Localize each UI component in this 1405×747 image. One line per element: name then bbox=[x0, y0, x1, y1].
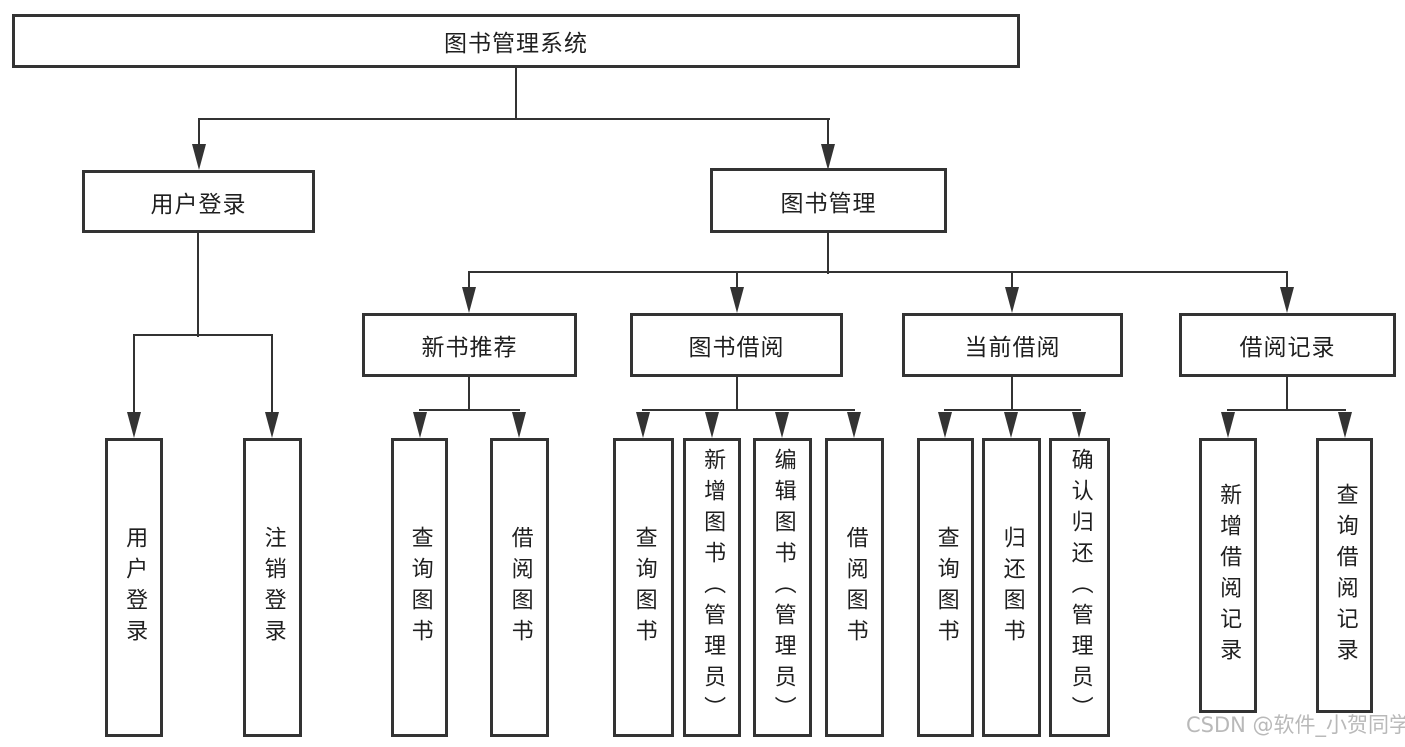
connector-drop-borrow-records bbox=[1286, 271, 1288, 291]
leaf-borrow-edit-book-label: 编辑图书（管理员） bbox=[770, 448, 796, 727]
connector-user-login-stem bbox=[197, 233, 199, 337]
connector-drop-new-book bbox=[468, 271, 470, 291]
node-user-login: 用户登录 bbox=[82, 170, 315, 233]
leaf-records-add-record-label: 新增借阅记录 bbox=[1216, 482, 1242, 669]
arrow-down-icon bbox=[705, 412, 719, 438]
arrow-down-icon bbox=[512, 412, 526, 438]
connector-current-borrow-rail bbox=[944, 409, 1081, 411]
connector-borrow-records-stem bbox=[1286, 377, 1288, 411]
arrow-down-icon bbox=[1005, 287, 1019, 313]
leaf-logout-label: 注销登录 bbox=[260, 525, 286, 650]
leaf-current-confirm-return: 确认归还（管理员） bbox=[1049, 438, 1110, 737]
connector-root-stem bbox=[515, 68, 517, 120]
arrow-down-icon bbox=[821, 144, 835, 170]
connector-book-management-stem bbox=[827, 233, 829, 274]
connector-current-borrow-stem bbox=[1011, 377, 1013, 411]
arrow-down-icon bbox=[775, 412, 789, 438]
leaf-user-login: 用户登录 bbox=[105, 438, 163, 737]
connector-new-book-rail bbox=[419, 409, 520, 411]
node-current-borrow-label: 当前借阅 bbox=[964, 335, 1061, 361]
leaf-current-query-book-label: 查询图书 bbox=[933, 525, 959, 650]
node-borrow-records: 借阅记录 bbox=[1179, 313, 1396, 377]
arrow-down-icon bbox=[938, 412, 952, 438]
leaf-borrow-add-book: 新增图书（管理员） bbox=[683, 438, 741, 737]
csdn-watermark: CSDN @软件_小贺同学 bbox=[1186, 713, 1405, 737]
connector-borrow-records-rail bbox=[1227, 409, 1346, 411]
arrow-down-icon bbox=[127, 412, 141, 438]
leaf-records-query-record: 查询借阅记录 bbox=[1316, 438, 1373, 713]
connector-book-borrow-stem bbox=[736, 377, 738, 411]
connector-new-book-stem bbox=[468, 377, 470, 411]
connector-drop-book-borrow bbox=[736, 271, 738, 291]
leaf-borrow-borrow-book-label: 借阅图书 bbox=[842, 525, 868, 650]
node-new-book-recommend-label: 新书推荐 bbox=[421, 335, 518, 361]
leaf-borrow-borrow-book: 借阅图书 bbox=[825, 438, 884, 737]
connector-book-management-rail bbox=[468, 271, 1288, 273]
arrow-down-icon bbox=[1004, 412, 1018, 438]
leaf-borrow-query-book-label: 查询图书 bbox=[631, 525, 657, 650]
leaf-current-return-book: 归还图书 bbox=[982, 438, 1041, 737]
connector-book-borrow-rail bbox=[642, 409, 855, 411]
leaf-newbook-query-book: 查询图书 bbox=[391, 438, 448, 737]
connector-user-login-rail bbox=[133, 334, 273, 336]
connector-drop-user-login bbox=[198, 118, 200, 150]
arrow-down-icon bbox=[847, 412, 861, 438]
leaf-records-add-record: 新增借阅记录 bbox=[1199, 438, 1257, 713]
node-book-management: 图书管理 bbox=[710, 168, 947, 233]
leaf-borrow-edit-book: 编辑图书（管理员） bbox=[753, 438, 812, 737]
leaf-user-login-label: 用户登录 bbox=[122, 525, 148, 650]
node-new-book-recommend: 新书推荐 bbox=[362, 313, 577, 377]
leaf-logout: 注销登录 bbox=[243, 438, 302, 737]
arrow-down-icon bbox=[265, 412, 279, 438]
arrow-down-icon bbox=[730, 287, 744, 313]
connector-drop-current-borrow bbox=[1011, 271, 1013, 291]
leaf-current-confirm-return-label: 确认归还（管理员） bbox=[1067, 448, 1093, 727]
leaf-borrow-query-book: 查询图书 bbox=[613, 438, 674, 737]
arrow-down-icon bbox=[462, 287, 476, 313]
leaf-current-return-book-label: 归还图书 bbox=[999, 525, 1025, 650]
leaf-newbook-borrow-book: 借阅图书 bbox=[490, 438, 549, 737]
arrow-down-icon bbox=[1072, 412, 1086, 438]
leaf-borrow-add-book-label: 新增图书（管理员） bbox=[700, 448, 726, 727]
node-borrow-records-label: 借阅记录 bbox=[1239, 335, 1336, 361]
node-book-management-label: 图书管理 bbox=[780, 190, 877, 217]
leaf-current-query-book: 查询图书 bbox=[917, 438, 974, 737]
arrow-down-icon bbox=[192, 144, 206, 170]
arrow-down-icon bbox=[1338, 412, 1352, 438]
arrow-down-icon bbox=[1280, 287, 1294, 313]
leaf-records-query-record-label: 查询借阅记录 bbox=[1332, 482, 1358, 669]
node-current-borrow: 当前借阅 bbox=[902, 313, 1123, 377]
leaf-newbook-borrow-book-label: 借阅图书 bbox=[507, 525, 533, 650]
node-root: 图书管理系统 bbox=[12, 14, 1020, 68]
connector-drop-book-management bbox=[827, 118, 829, 150]
node-book-borrow: 图书借阅 bbox=[630, 313, 843, 377]
node-user-login-label: 用户登录 bbox=[150, 191, 247, 218]
connector-drop-leaf-logout bbox=[271, 334, 273, 418]
node-book-borrow-label: 图书借阅 bbox=[688, 335, 785, 361]
node-root-label: 图书管理系统 bbox=[444, 31, 588, 57]
arrow-down-icon bbox=[413, 412, 427, 438]
connector-drop-leaf-user-login bbox=[133, 334, 135, 418]
connector-root-rail bbox=[198, 118, 830, 120]
leaf-newbook-query-book-label: 查询图书 bbox=[407, 525, 433, 650]
arrow-down-icon bbox=[1221, 412, 1235, 438]
arrow-down-icon bbox=[636, 412, 650, 438]
